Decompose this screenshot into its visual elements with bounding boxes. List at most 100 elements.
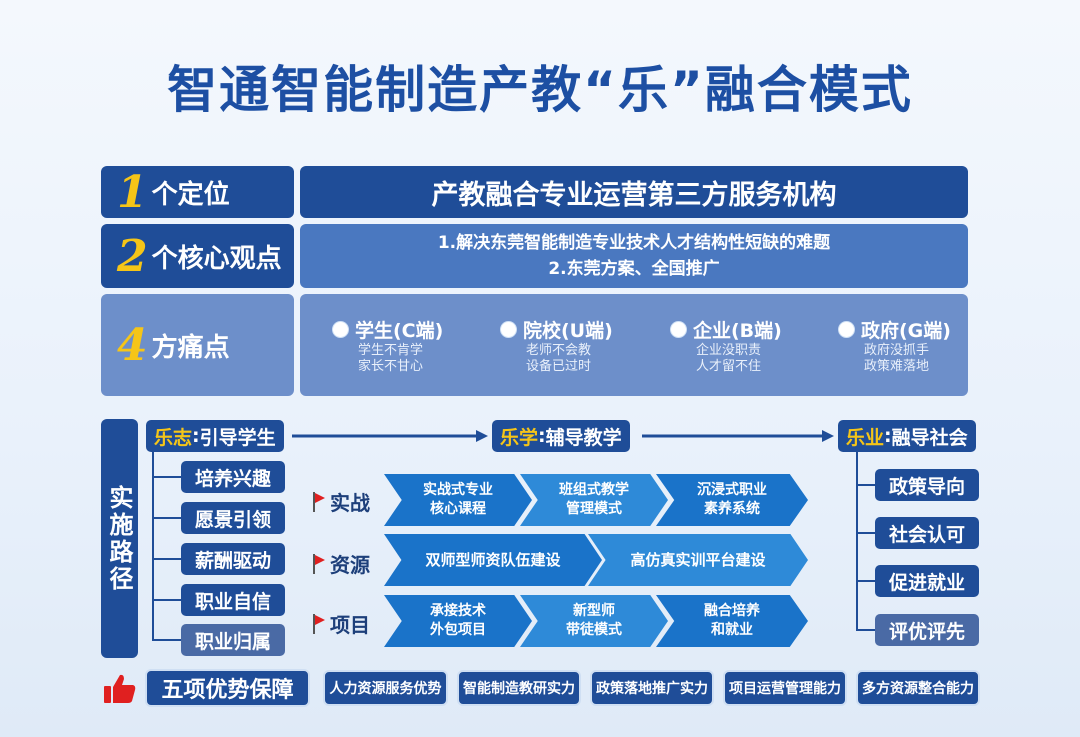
stage-leye: 乐业:融导社会	[838, 420, 976, 452]
circle-icon	[838, 321, 855, 338]
flag-icon	[312, 491, 326, 512]
pain-points-label: 4 方痛点	[101, 294, 294, 396]
implementation-path-text: 实施路径	[105, 484, 133, 593]
tree-line	[856, 452, 858, 630]
stage-separator: :	[192, 425, 200, 447]
chevron-line: 核心课程	[430, 501, 486, 517]
circle-icon	[670, 321, 687, 338]
pain-point-enterprise: 企业(B端) 企业没职责 人才留不住	[670, 316, 782, 375]
lezhi-item: 培养兴趣	[181, 461, 285, 493]
pain-point-sub: 家长不甘心	[358, 359, 424, 374]
tree-line	[152, 639, 182, 641]
tree-line	[856, 532, 876, 534]
positioning-label: 1 个定位	[101, 166, 294, 218]
positioning-content: 产教融合专业运营第三方服务机构	[300, 166, 968, 218]
page-title: 智通智能制造产教“乐”融合模式	[167, 61, 913, 119]
leye-item: 评优评先	[875, 614, 979, 646]
chevron-line: 素养系统	[704, 501, 760, 517]
chevron-item: 新型师带徒模式	[520, 595, 668, 647]
lezhi-item: 职业归属	[181, 624, 285, 656]
core-views-content: 1.解决东莞智能制造专业技术人才结构性短缺的难题 2.东莞方案、全国推广	[300, 224, 968, 288]
positioning-label-text: 个定位	[151, 179, 230, 210]
pain-point-sub: 学生不肯学	[358, 343, 424, 358]
guarantee-item: 人力资源服务优势	[323, 670, 448, 706]
tree-line	[152, 517, 182, 519]
pain-points-label-text: 方痛点	[151, 332, 230, 363]
pain-point-title: 院校(U端)	[523, 320, 613, 342]
pain-point-sub: 老师不会教	[526, 343, 592, 358]
implementation-path-label: 实施路径	[101, 419, 138, 658]
core-view-1: 1.解决东莞智能制造专业技术人才结构性短缺的难题	[437, 233, 831, 253]
pain-point-title: 政府(G端)	[861, 320, 951, 342]
stage-text: 辅导教学	[545, 426, 622, 449]
tree-line	[856, 580, 876, 582]
core-views-label: 2 个核心观点	[101, 224, 294, 288]
pain-point-sub: 人才留不住	[696, 359, 762, 374]
chevron-line: 沉浸式职业	[697, 482, 767, 498]
core-views-label-text: 个核心观点	[151, 243, 282, 274]
stage-lexue: 乐学:辅导教学	[492, 420, 630, 452]
core-view-2: 2.东莞方案、全国推广	[548, 259, 720, 279]
stage-highlight: 乐业	[846, 426, 885, 449]
flag-icon	[312, 613, 326, 634]
tree-line	[856, 629, 876, 631]
chevron-item: 高仿真实训平台建设	[588, 534, 808, 586]
lezhi-item: 职业自信	[181, 584, 285, 616]
chevron-item: 双师型师资队伍建设	[384, 534, 602, 586]
chevron-line: 新型师	[573, 603, 615, 619]
pain-points-panel: 学生(C端) 学生不肯学 家长不甘心 院校(U端) 老师不会教 设备已过时 企业…	[300, 294, 968, 396]
chevron-line: 高仿真实训平台建设	[630, 550, 766, 569]
pain-point-title: 企业(B端)	[693, 320, 782, 342]
chevron-line: 和就业	[711, 622, 753, 638]
chevron-item: 沉浸式职业素养系统	[656, 474, 808, 526]
circle-icon	[332, 321, 349, 338]
guarantee-item: 项目运营管理能力	[723, 670, 847, 706]
tree-line	[152, 599, 182, 601]
chevron-line: 班组式教学	[559, 482, 629, 498]
guarantee-item: 政策落地推广实力	[590, 670, 714, 706]
thumbs-up-icon	[104, 674, 136, 703]
five-guarantees-label: 五项优势保障	[145, 669, 310, 707]
leye-item: 促进就业	[875, 565, 979, 597]
tree-line	[152, 452, 154, 640]
pain-point-sub: 设备已过时	[526, 359, 592, 374]
lezhi-item: 愿景引领	[181, 502, 285, 534]
chevron-line: 双师型师资队伍建设	[425, 550, 561, 569]
stage-separator: :	[884, 425, 892, 447]
tree-line	[152, 476, 182, 478]
pain-point-college: 院校(U端) 老师不会教 设备已过时	[500, 316, 613, 375]
pain-point-student: 学生(C端) 学生不肯学 家长不甘心	[332, 316, 443, 375]
tree-line	[856, 484, 876, 486]
chevron-item: 承接技术外包项目	[384, 595, 532, 647]
pain-point-sub: 政府没抓手	[864, 343, 930, 358]
row-label: 实战	[330, 491, 370, 515]
core-views-number: 2	[117, 230, 148, 282]
stage-separator: :	[538, 425, 546, 447]
chevron-line: 管理模式	[566, 501, 622, 517]
tree-line	[152, 558, 182, 560]
chevron-line: 带徒模式	[566, 622, 622, 638]
arrow-right-icon	[292, 430, 488, 442]
leye-item: 政策导向	[875, 469, 979, 501]
row-label: 项目	[330, 613, 370, 637]
chevron-item: 实战式专业核心课程	[384, 474, 532, 526]
guarantee-item: 智能制造教研实力	[457, 670, 581, 706]
stage-text: 引导学生	[199, 426, 276, 449]
row-ziyuan: 资源	[312, 549, 370, 578]
chevron-item: 融合培养和就业	[656, 595, 808, 647]
arrow-right-icon	[642, 430, 834, 442]
pain-point-sub: 政策难落地	[864, 359, 930, 374]
pain-point-title: 学生(C端)	[355, 320, 444, 342]
leye-item: 社会认可	[875, 517, 979, 549]
pain-point-government: 政府(G端) 政府没抓手 政策难落地	[838, 316, 951, 375]
stage-highlight: 乐志	[154, 426, 193, 449]
flag-icon	[312, 553, 326, 574]
pain-point-sub: 企业没职责	[696, 343, 762, 358]
row-xiangmu: 项目	[312, 609, 370, 638]
chevron-line: 融合培养	[704, 603, 760, 619]
pain-points-number: 4	[117, 319, 148, 371]
chevron-line: 承接技术	[430, 603, 486, 619]
stage-text: 融导社会	[891, 426, 968, 449]
circle-icon	[500, 321, 517, 338]
chevron-line: 外包项目	[430, 622, 486, 638]
